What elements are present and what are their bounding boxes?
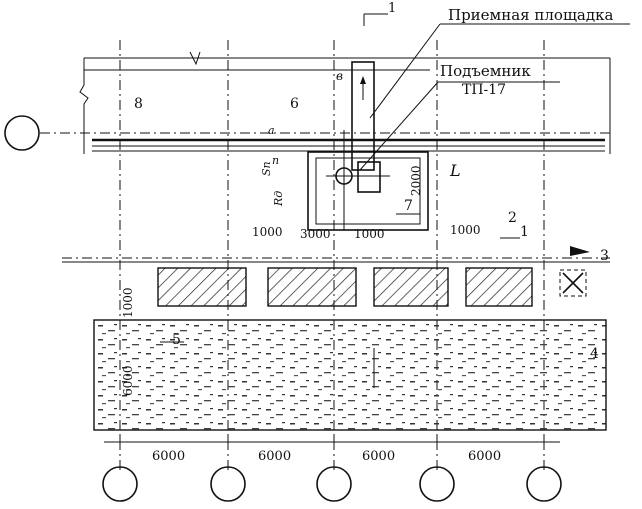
dim-b-label: в	[336, 69, 343, 83]
material-yard	[93, 319, 607, 431]
axis-markers-bottom	[102, 466, 562, 502]
lift-name-label: Подъемник	[440, 62, 531, 80]
floor-slab	[92, 138, 605, 152]
callout-7: 7	[404, 198, 413, 214]
dim-row-offset: 1000	[121, 287, 135, 318]
grid-lines	[119, 40, 545, 470]
callout-2: 2	[508, 210, 517, 226]
dim-gap-left: 1000	[252, 225, 283, 239]
axis-markers-top	[4, 115, 610, 151]
dim-lift-width: 3000	[300, 227, 331, 241]
hoist-unit	[307, 130, 429, 231]
leader-lines	[160, 13, 630, 343]
callout-5: 5	[172, 332, 181, 348]
dim-sn-label: Sn	[260, 161, 273, 176]
dim-gap-right: 1000	[450, 223, 481, 237]
callout-6: 6	[290, 96, 299, 112]
dim-rd-label: Rд	[272, 191, 285, 207]
dim-gap-middle: 1000	[354, 227, 385, 241]
dim-bay-span-2: 6000	[258, 449, 291, 464]
dim-bay-span-4: 6000	[468, 449, 501, 464]
dim-n-label: n	[272, 154, 279, 167]
building-outline	[79, 51, 611, 154]
receiving-platform	[351, 61, 375, 171]
dim-a-label: a	[268, 124, 275, 137]
track-line	[62, 246, 610, 263]
lift-model-label: ТП-17	[462, 82, 506, 98]
storage-areas	[157, 267, 533, 307]
platform-label: Приемная площадка	[448, 6, 613, 24]
dim-bay-span-3: 6000	[362, 449, 395, 464]
crane-marker	[559, 269, 587, 297]
section-mark-label: 1	[388, 1, 396, 16]
dim-lift-offset: 2000	[409, 165, 423, 196]
callout-4: 4	[590, 346, 599, 362]
callout-1: 1	[520, 224, 529, 240]
dim-bay-depth: 6000	[121, 365, 135, 396]
dim-l-label: L	[449, 161, 461, 180]
callout-3: 3	[600, 248, 609, 264]
bottom-dimension-line	[104, 436, 560, 448]
callout-8: 8	[134, 96, 143, 112]
dim-bay-span-1: 6000	[152, 449, 185, 464]
